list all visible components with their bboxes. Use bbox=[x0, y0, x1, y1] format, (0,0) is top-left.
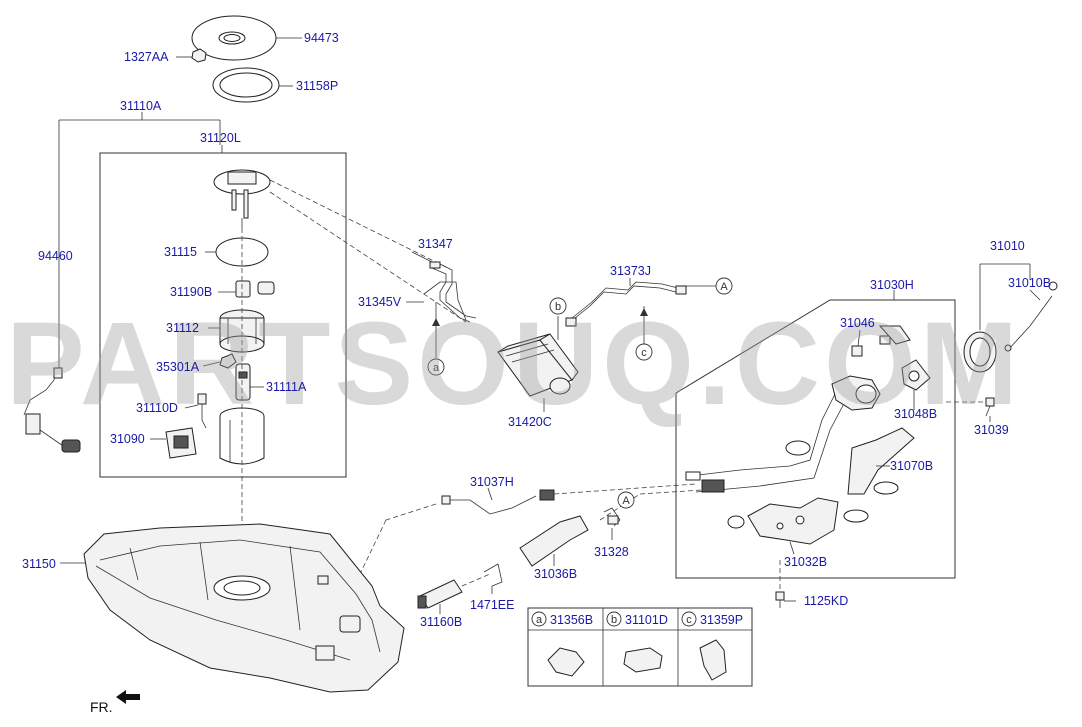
fuel-cap-31010 bbox=[963, 331, 997, 373]
svg-text:A: A bbox=[622, 495, 630, 507]
label-31110A[interactable]: 31110A bbox=[120, 99, 162, 113]
label-31345V[interactable]: 31345V bbox=[358, 295, 402, 309]
legend-part-b[interactable]: 31101D bbox=[625, 613, 668, 627]
cover-plate-94473 bbox=[191, 15, 277, 61]
clamp-1471EE bbox=[483, 563, 503, 587]
label-31347[interactable]: 31347 bbox=[418, 237, 453, 251]
regulator-35301A bbox=[219, 353, 237, 369]
legend-part-a[interactable]: 31356B bbox=[550, 613, 593, 627]
harness-31110D bbox=[197, 393, 207, 429]
svg-text:c: c bbox=[641, 347, 647, 359]
filler-neck-assembly-frame bbox=[675, 299, 956, 579]
arrow-icon bbox=[116, 690, 140, 704]
callout-a: a bbox=[427, 358, 445, 376]
legend-cell-b: b 31101D bbox=[606, 611, 668, 673]
label-31112[interactable]: 31112 bbox=[166, 321, 199, 335]
shield-31070B bbox=[847, 427, 915, 495]
label-31115[interactable]: 31115 bbox=[164, 245, 197, 259]
callout-A-lower: A bbox=[617, 491, 635, 509]
svg-text:b: b bbox=[611, 614, 617, 626]
label-31090[interactable]: 31090 bbox=[110, 432, 145, 446]
label-31190B[interactable]: 31190B bbox=[170, 285, 212, 299]
label-31160B[interactable]: 31160B bbox=[420, 615, 462, 629]
label-31032B[interactable]: 31032B bbox=[784, 555, 827, 569]
label-35301A[interactable]: 35301A bbox=[156, 360, 200, 374]
canister-31420C bbox=[497, 333, 579, 397]
label-31010[interactable]: 31010 bbox=[990, 239, 1025, 253]
vapor-tube-31347 bbox=[429, 261, 477, 323]
front-label: FR. bbox=[90, 699, 113, 715]
label-31120L[interactable]: 31120L bbox=[200, 131, 241, 145]
callout-A-upper: A bbox=[715, 277, 733, 295]
filler-hose-31036B bbox=[519, 515, 589, 567]
vapor-tube-31345V bbox=[423, 281, 467, 321]
hose-31160B bbox=[417, 579, 463, 609]
label-1125KD[interactable]: 1125KD bbox=[804, 594, 848, 608]
label-31111A[interactable]: 31111A bbox=[266, 380, 307, 394]
nut-1327AA bbox=[191, 48, 207, 63]
label-31046[interactable]: 31046 bbox=[840, 316, 875, 330]
callout-c: c bbox=[635, 343, 653, 361]
fuel-pump-31111A bbox=[235, 363, 251, 401]
label-31010B[interactable]: 31010B bbox=[1008, 276, 1051, 290]
bolt-1125KD bbox=[775, 591, 785, 608]
lock-ring-31158P bbox=[212, 67, 280, 103]
bracket-31090 bbox=[165, 427, 197, 459]
label-31150[interactable]: 31150 bbox=[22, 557, 56, 571]
label-31030H[interactable]: 31030H bbox=[870, 278, 914, 292]
label-31110D[interactable]: 31110D bbox=[136, 401, 178, 415]
fuel-tank-31150 bbox=[83, 523, 405, 693]
legend-part-c[interactable]: 31359P bbox=[700, 613, 743, 627]
label-94460[interactable]: 94460 bbox=[38, 249, 73, 263]
clamp-31328 bbox=[603, 507, 621, 527]
front-indicator: FR. bbox=[90, 690, 140, 715]
label-94473[interactable]: 94473 bbox=[304, 31, 339, 45]
filler-pipe bbox=[685, 391, 849, 493]
pump-flange-31120L bbox=[213, 169, 271, 228]
label-31039[interactable]: 31039 bbox=[974, 423, 1009, 437]
cap-tether-31010B bbox=[1004, 281, 1058, 352]
callout-b: b bbox=[549, 297, 567, 315]
label-31037H[interactable]: 31037H bbox=[470, 475, 514, 489]
vent-hose-31037H bbox=[441, 489, 555, 515]
label-31036B[interactable]: 31036B bbox=[534, 567, 577, 581]
legend-table: a 31356B b 31101D c 31359P bbox=[527, 607, 753, 687]
bolt-31039 bbox=[985, 397, 995, 417]
legend-cell-a: a 31356B bbox=[531, 611, 593, 677]
svg-text:b: b bbox=[555, 301, 561, 313]
label-1471EE[interactable]: 1471EE bbox=[470, 598, 514, 612]
label-31158P[interactable]: 31158P bbox=[296, 79, 338, 93]
svg-text:c: c bbox=[686, 614, 692, 626]
vapor-tube-31373J bbox=[565, 281, 687, 327]
label-31070B[interactable]: 31070B bbox=[890, 459, 933, 473]
svg-text:a: a bbox=[433, 362, 440, 374]
clip-31359P-icon bbox=[699, 639, 727, 681]
bracket-31032B bbox=[747, 497, 839, 545]
label-1327AA[interactable]: 1327AA bbox=[124, 50, 169, 64]
gaskets-small bbox=[727, 440, 899, 529]
label-31328[interactable]: 31328 bbox=[594, 545, 629, 559]
legend-cell-c: c 31359P bbox=[681, 611, 743, 681]
sender-assembly-frame bbox=[99, 152, 347, 478]
label-31373J[interactable]: 31373J bbox=[610, 264, 651, 278]
label-31420C[interactable]: 31420C bbox=[508, 415, 552, 429]
gasket-31048B bbox=[901, 359, 931, 391]
seal-31046 bbox=[851, 325, 911, 357]
clip-31356B-icon bbox=[547, 647, 585, 677]
label-31048B[interactable]: 31048B bbox=[894, 407, 937, 421]
level-sender-94460 bbox=[23, 367, 81, 453]
svg-text:a: a bbox=[536, 614, 543, 626]
pad-31101D-icon bbox=[623, 647, 663, 673]
svg-text:A: A bbox=[720, 281, 728, 293]
watermark: PARTSOUQ.COM bbox=[6, 298, 1022, 430]
filler-housing-31030H bbox=[831, 375, 881, 411]
filter-31190B bbox=[235, 280, 275, 298]
